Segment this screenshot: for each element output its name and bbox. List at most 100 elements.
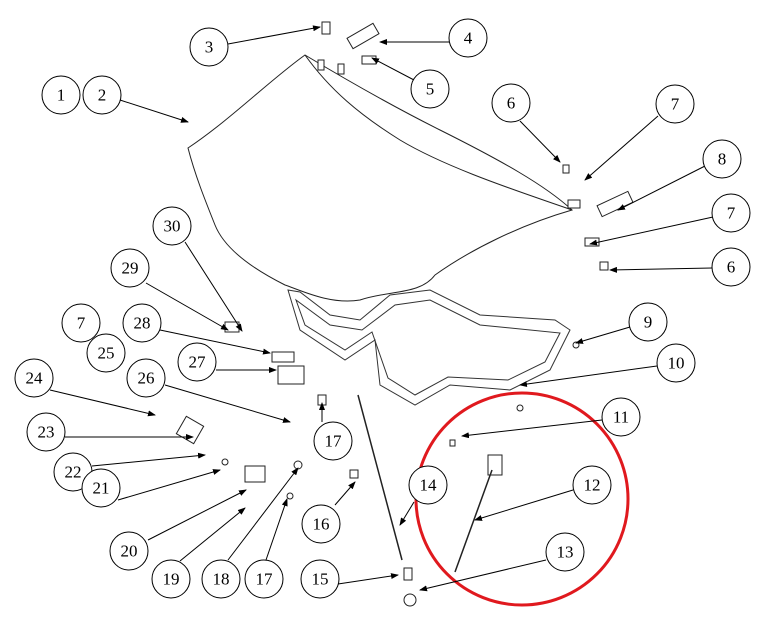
leader-line [589,216,714,246]
callout-number: 9 [644,313,653,332]
callout-circle [300,559,340,599]
callout-circle [151,559,191,599]
leader-line [184,241,243,332]
callout-16: 16 [301,504,341,544]
callout-19: 19 [151,559,191,599]
callout-21: 21 [81,468,121,508]
callout-number: 27 [189,353,207,372]
callout-number: 21 [93,479,110,498]
callout-25: 25 [86,333,126,373]
callout-number: 7 [727,204,736,223]
callout-7: 7 [655,84,695,124]
callout-circle [177,342,217,382]
callout-2: 2 [82,75,122,115]
callout-circle [572,465,612,505]
leader-line [119,99,189,123]
callout-circle [244,559,284,599]
callout-circle [711,193,751,233]
callout-number: 3 [205,38,214,57]
callout-circle [86,333,126,373]
callout-18: 18 [201,559,241,599]
callout-number: 29 [122,259,139,278]
callout-number: 22 [65,463,82,482]
callout-circle [152,206,192,246]
callout-8: 8 [702,139,742,179]
callout-number: 4 [464,29,473,48]
callout-20: 20 [109,531,149,571]
callout-1: 1 [41,75,81,115]
callout-circle [122,303,162,343]
callout-circle [601,397,641,437]
callout-number: 12 [584,476,601,495]
callout-number: 20 [121,542,138,561]
callout-number: 15 [312,570,329,589]
callout-22: 22 [53,452,93,492]
leader-line [419,559,547,592]
callout-number: 7 [671,95,680,114]
callout-number: 10 [668,354,685,373]
callout-number: 23 [38,423,55,442]
callout-30: 30 [152,206,192,246]
callout-circle [301,504,341,544]
leader-line [49,389,156,417]
callout-circle [26,412,66,452]
leader-line [265,498,288,561]
leader-line [334,481,356,506]
callout-29: 29 [110,248,150,288]
callout-number: 26 [138,369,155,388]
callout-circle [189,27,229,67]
small-parts [175,21,634,607]
callout-circle [110,248,150,288]
leader-line [117,469,221,501]
leader-line [147,489,247,541]
callout-7: 7 [711,193,751,233]
callout-6: 6 [491,83,531,123]
callout-17: 17 [313,421,353,461]
callout-5: 5 [410,69,450,109]
callout-circle [82,75,122,115]
callout-4: 4 [448,18,488,58]
callout-circle [711,247,751,287]
callout-14: 14 [408,465,448,505]
leader-line [609,266,713,273]
callout-circle [14,358,54,398]
callout-circle [126,358,166,398]
leader-line [519,120,561,163]
callout-number: 30 [164,217,181,236]
callout-number: 2 [98,86,107,105]
callout-7: 7 [61,303,101,343]
callout-circle [201,559,241,599]
callout-10: 10 [656,343,696,383]
callout-13: 13 [545,532,585,572]
callout-6: 6 [711,247,751,287]
callout-27: 27 [177,342,217,382]
callout-circle [410,69,450,109]
callout-number: 5 [426,80,435,99]
callout-number: 8 [718,150,727,169]
leader-line [575,326,631,344]
callout-circle [41,75,81,115]
callout-circle [109,531,149,571]
leader-line [227,467,299,561]
leader-lines [49,25,714,592]
leader-line [584,115,659,181]
hood-panel [187,54,573,302]
callout-number: 19 [163,570,180,589]
callout-12: 12 [572,465,612,505]
callout-number: 7 [77,314,86,333]
callout-circle [61,303,101,343]
callout-17: 17 [244,559,284,599]
callout-26: 26 [126,358,166,398]
callout-number: 18 [213,570,230,589]
callout-circle [656,343,696,383]
callout-number: 24 [26,369,44,388]
leader-line [399,501,415,526]
callout-3: 3 [189,27,229,67]
callout-circle [313,421,353,461]
callout-number: 6 [507,94,516,113]
leader-line [164,384,291,423]
callout-circle [655,84,695,124]
callout-circle [491,83,531,123]
